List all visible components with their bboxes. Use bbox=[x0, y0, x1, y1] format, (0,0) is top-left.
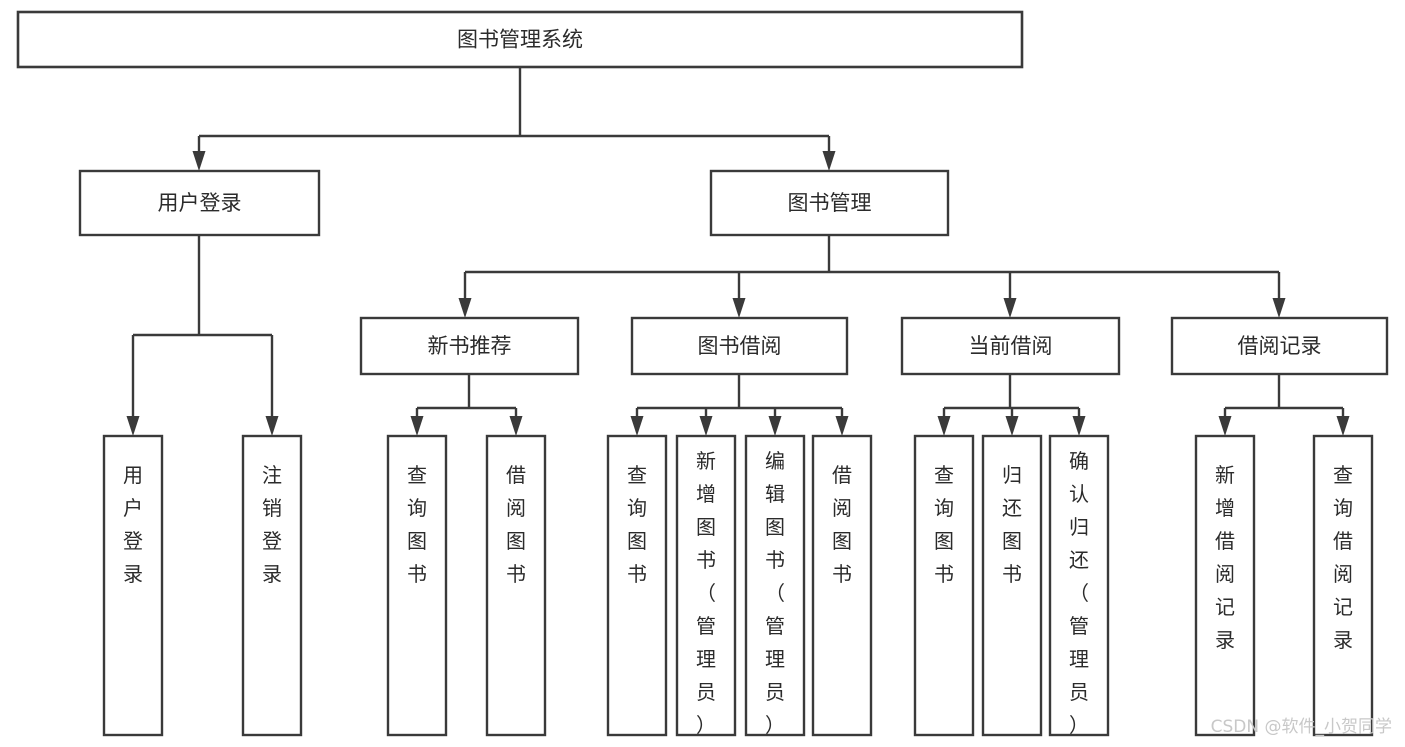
node-label: 当前借阅 bbox=[969, 334, 1053, 358]
connector-arrowhead-icon bbox=[1005, 416, 1019, 436]
node-current-borrow[interactable]: 当前借阅 bbox=[900, 316, 1121, 376]
connector-arrowhead-icon bbox=[1218, 416, 1232, 436]
node-leaf-return-book[interactable]: 归还图书 bbox=[981, 434, 1043, 737]
connector-arrowhead-icon bbox=[458, 298, 472, 318]
node-box[interactable] bbox=[913, 434, 975, 737]
connector-arrowhead-icon bbox=[1003, 298, 1017, 318]
node-leaf-borrow-book[interactable]: 借阅图书 bbox=[811, 434, 873, 737]
node-box[interactable] bbox=[1048, 434, 1110, 737]
node-box[interactable] bbox=[1194, 434, 1256, 737]
connector-group bbox=[126, 235, 279, 436]
connector-arrowhead-icon bbox=[1072, 416, 1086, 436]
node-leaf-confirm-return[interactable]: 确认归还（管理员） bbox=[1048, 434, 1110, 737]
connector-arrowhead-icon bbox=[732, 298, 746, 318]
node-box[interactable] bbox=[744, 434, 806, 737]
connector-group bbox=[630, 374, 849, 436]
node-book-borrow[interactable]: 图书借阅 bbox=[630, 316, 849, 376]
connector-arrowhead-icon bbox=[509, 416, 523, 436]
node-box[interactable] bbox=[78, 169, 321, 237]
node-leaf-query-book-borrow[interactable]: 查询图书 bbox=[606, 434, 668, 737]
connector-group bbox=[458, 235, 1286, 318]
connector-arrowhead-icon bbox=[1336, 416, 1350, 436]
connector-arrowhead-icon bbox=[1272, 298, 1286, 318]
node-borrow-record[interactable]: 借阅记录 bbox=[1170, 316, 1389, 376]
node-label: 新增借阅记录 bbox=[1215, 463, 1235, 652]
node-new-book-rec[interactable]: 新书推荐 bbox=[359, 316, 580, 376]
node-label: 新增图书（管理员） bbox=[696, 449, 716, 737]
connector-group bbox=[1218, 374, 1350, 436]
node-root[interactable]: 图书管理系统 bbox=[16, 10, 1024, 69]
node-label: 查询图书 bbox=[627, 463, 647, 586]
connector-group bbox=[937, 374, 1086, 436]
node-box[interactable] bbox=[485, 434, 547, 737]
connector-arrowhead-icon bbox=[822, 151, 836, 171]
node-box[interactable] bbox=[241, 434, 303, 737]
node-box[interactable] bbox=[1170, 316, 1389, 376]
connector-arrowhead-icon bbox=[699, 416, 713, 436]
node-label: 新书推荐 bbox=[428, 334, 512, 358]
connector-arrowhead-icon bbox=[630, 416, 644, 436]
nodes-layer: 图书管理系统用户登录图书管理新书推荐图书借阅当前借阅借阅记录用户登录注销登录查询… bbox=[16, 10, 1389, 737]
node-label: 借阅记录 bbox=[1238, 334, 1322, 358]
node-leaf-add-book[interactable]: 新增图书（管理员） bbox=[675, 434, 737, 737]
node-label: 图书管理系统 bbox=[457, 28, 583, 52]
connector-group bbox=[192, 67, 836, 171]
connector-group bbox=[410, 374, 523, 436]
node-leaf-user-login[interactable]: 用户登录 bbox=[102, 434, 164, 737]
node-box[interactable] bbox=[630, 316, 849, 376]
connector-arrowhead-icon bbox=[265, 416, 279, 436]
connector-arrowhead-icon bbox=[192, 151, 206, 171]
connector-arrowhead-icon bbox=[126, 416, 140, 436]
connector-arrowhead-icon bbox=[768, 416, 782, 436]
node-label: 查询图书 bbox=[934, 463, 954, 586]
connectors-layer bbox=[126, 67, 1350, 436]
node-box[interactable] bbox=[811, 434, 873, 737]
node-label: 用户登录 bbox=[123, 463, 143, 586]
node-leaf-add-borrow-record[interactable]: 新增借阅记录 bbox=[1194, 434, 1256, 737]
node-label: 用户登录 bbox=[158, 191, 242, 215]
node-label: 借阅图书 bbox=[506, 463, 526, 586]
node-label: 查询图书 bbox=[407, 463, 427, 586]
node-leaf-edit-book[interactable]: 编辑图书（管理员） bbox=[744, 434, 806, 737]
node-box[interactable] bbox=[386, 434, 448, 737]
node-box[interactable] bbox=[675, 434, 737, 737]
node-box[interactable] bbox=[359, 316, 580, 376]
connector-arrowhead-icon bbox=[410, 416, 424, 436]
node-label: 归还图书 bbox=[1002, 463, 1022, 586]
node-box[interactable] bbox=[102, 434, 164, 737]
node-leaf-query-borrow-record[interactable]: 查询借阅记录 bbox=[1312, 434, 1374, 737]
connector-arrowhead-icon bbox=[835, 416, 849, 436]
connector-arrowhead-icon bbox=[937, 416, 951, 436]
node-label: 编辑图书（管理员） bbox=[765, 449, 785, 737]
node-box[interactable] bbox=[1312, 434, 1374, 737]
node-book-manage[interactable]: 图书管理 bbox=[709, 169, 950, 237]
node-label: 确认归还（管理员） bbox=[1069, 449, 1089, 737]
csdn-watermark: CSDN @软件_小贺同学 bbox=[1211, 717, 1392, 737]
node-label: 图书借阅 bbox=[698, 334, 782, 358]
node-label: 图书管理 bbox=[788, 191, 872, 215]
node-box[interactable] bbox=[606, 434, 668, 737]
node-box[interactable] bbox=[900, 316, 1121, 376]
node-box[interactable] bbox=[16, 10, 1024, 69]
node-label: 注销登录 bbox=[262, 463, 282, 586]
node-box[interactable] bbox=[981, 434, 1043, 737]
node-label: 借阅图书 bbox=[832, 463, 852, 586]
node-leaf-borrow-book-rec[interactable]: 借阅图书 bbox=[485, 434, 547, 737]
node-leaf-query-book-rec[interactable]: 查询图书 bbox=[386, 434, 448, 737]
node-user-login[interactable]: 用户登录 bbox=[78, 169, 321, 237]
node-label: 查询借阅记录 bbox=[1333, 463, 1353, 652]
node-leaf-logout[interactable]: 注销登录 bbox=[241, 434, 303, 737]
node-box[interactable] bbox=[709, 169, 950, 237]
node-leaf-query-book-current[interactable]: 查询图书 bbox=[913, 434, 975, 737]
